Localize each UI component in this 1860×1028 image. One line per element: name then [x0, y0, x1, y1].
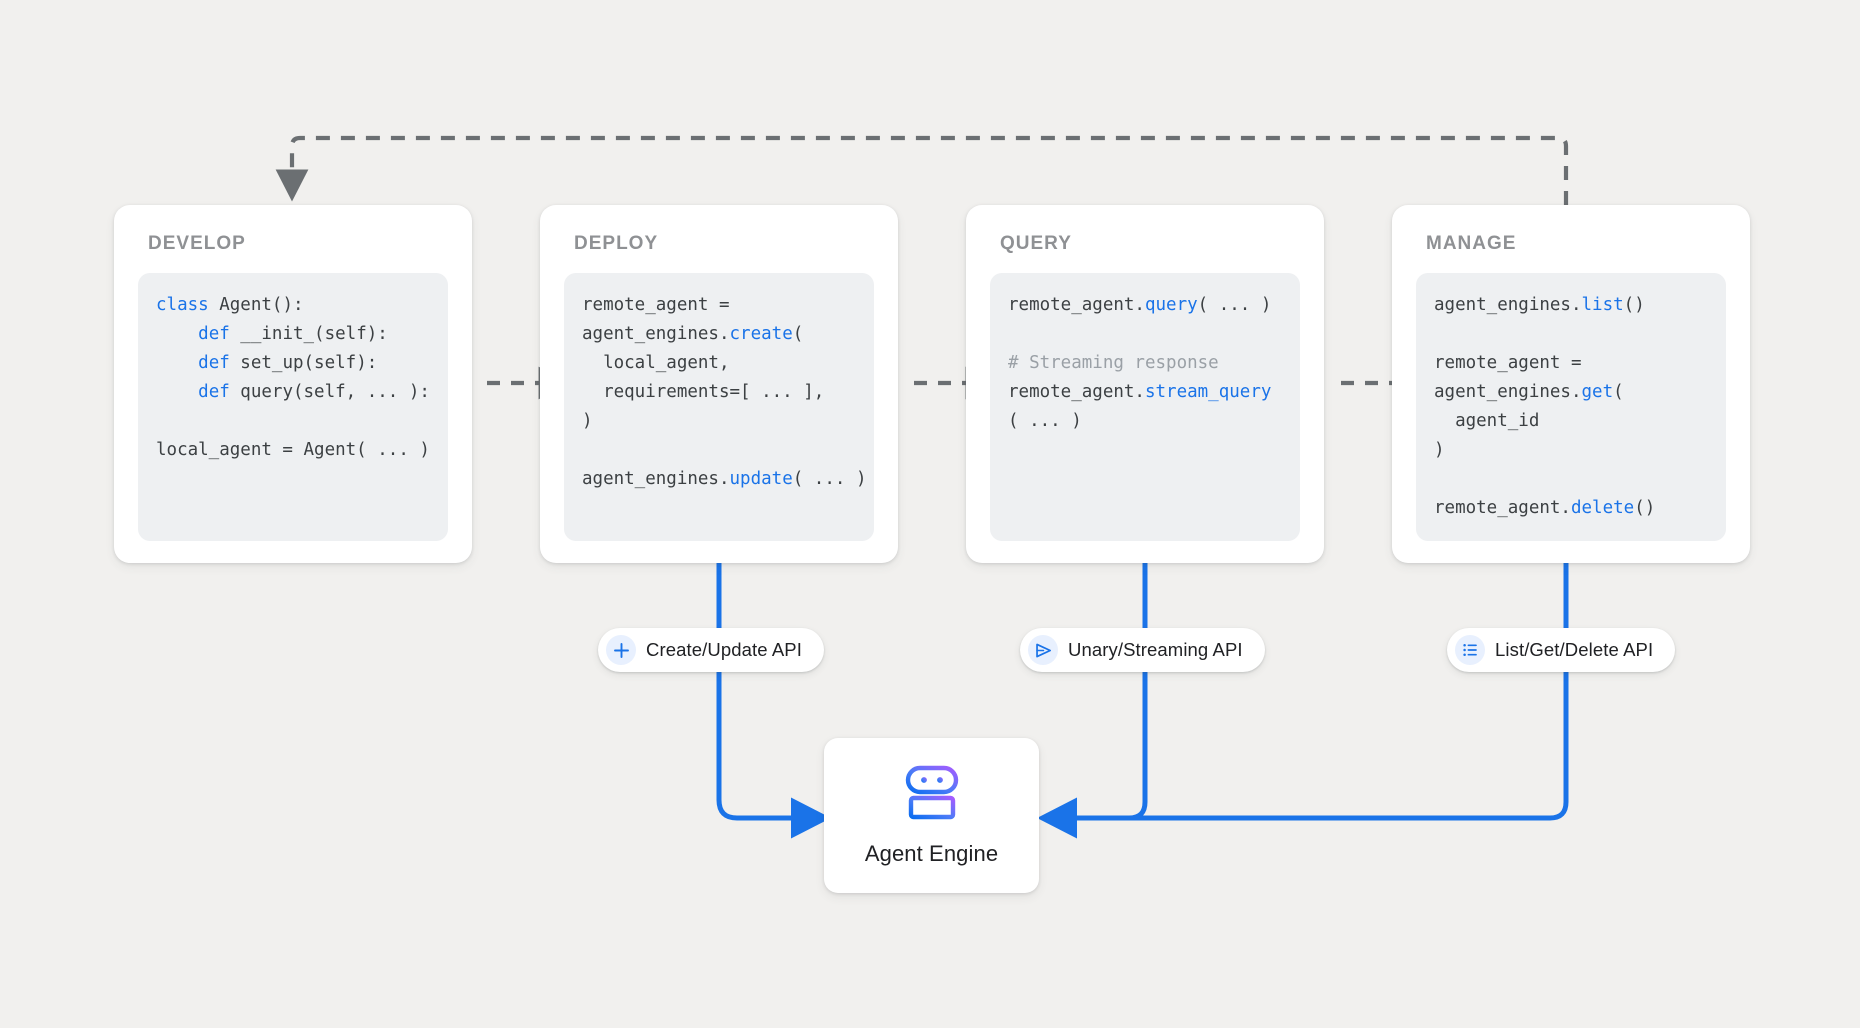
- wire-manage-to-agent-engine: [1090, 563, 1569, 821]
- stage-title-deploy: DEPLOY: [574, 233, 659, 254]
- robot-icon: [900, 764, 964, 827]
- code-block-develop: class Agent(): def __init_(self): def se…: [138, 273, 448, 541]
- plus-icon: [606, 635, 636, 665]
- agent-engine-label: Agent Engine: [864, 841, 999, 866]
- wire-deploy-to-agent-engine: [716, 563, 831, 839]
- stage-card-manage: MANAGE agent_engines.list() remote_agent…: [1392, 205, 1750, 563]
- api-pill-unary-streaming[interactable]: Unary/Streaming API: [1020, 628, 1265, 672]
- code-block-deploy: remote_agent = agent_engines.create( loc…: [564, 273, 874, 541]
- code-block-manage: agent_engines.list() remote_agent = agen…: [1416, 273, 1726, 541]
- api-pill-label: List/Get/Delete API: [1495, 639, 1654, 660]
- api-pill-list-get-delete[interactable]: List/Get/Delete API: [1447, 628, 1676, 672]
- stage-card-develop: DEVELOP class Agent(): def __init_(self)…: [114, 205, 472, 563]
- stage-title-develop: DEVELOP: [148, 233, 246, 254]
- agent-engine-node[interactable]: Agent Engine: [824, 738, 1039, 893]
- send-icon: [1028, 635, 1058, 665]
- stage-title-manage: MANAGE: [1426, 233, 1517, 254]
- code-block-query: remote_agent.query( ... ) # Streaming re…: [990, 273, 1300, 541]
- stage-card-deploy: DEPLOY remote_agent = agent_engines.crea…: [540, 205, 898, 563]
- api-pill-label: Create/Update API: [646, 639, 802, 660]
- stage-card-query: QUERY remote_agent.query( ... ) # Stream…: [966, 205, 1324, 563]
- list-icon: [1455, 635, 1485, 665]
- wire-query-to-agent-engine: [1037, 563, 1148, 839]
- api-pill-create-update[interactable]: Create/Update API: [598, 628, 824, 672]
- stage-title-query: QUERY: [1000, 233, 1072, 254]
- api-pill-label: Unary/Streaming API: [1068, 639, 1243, 660]
- feedback-loop-arrow: [275, 135, 1569, 205]
